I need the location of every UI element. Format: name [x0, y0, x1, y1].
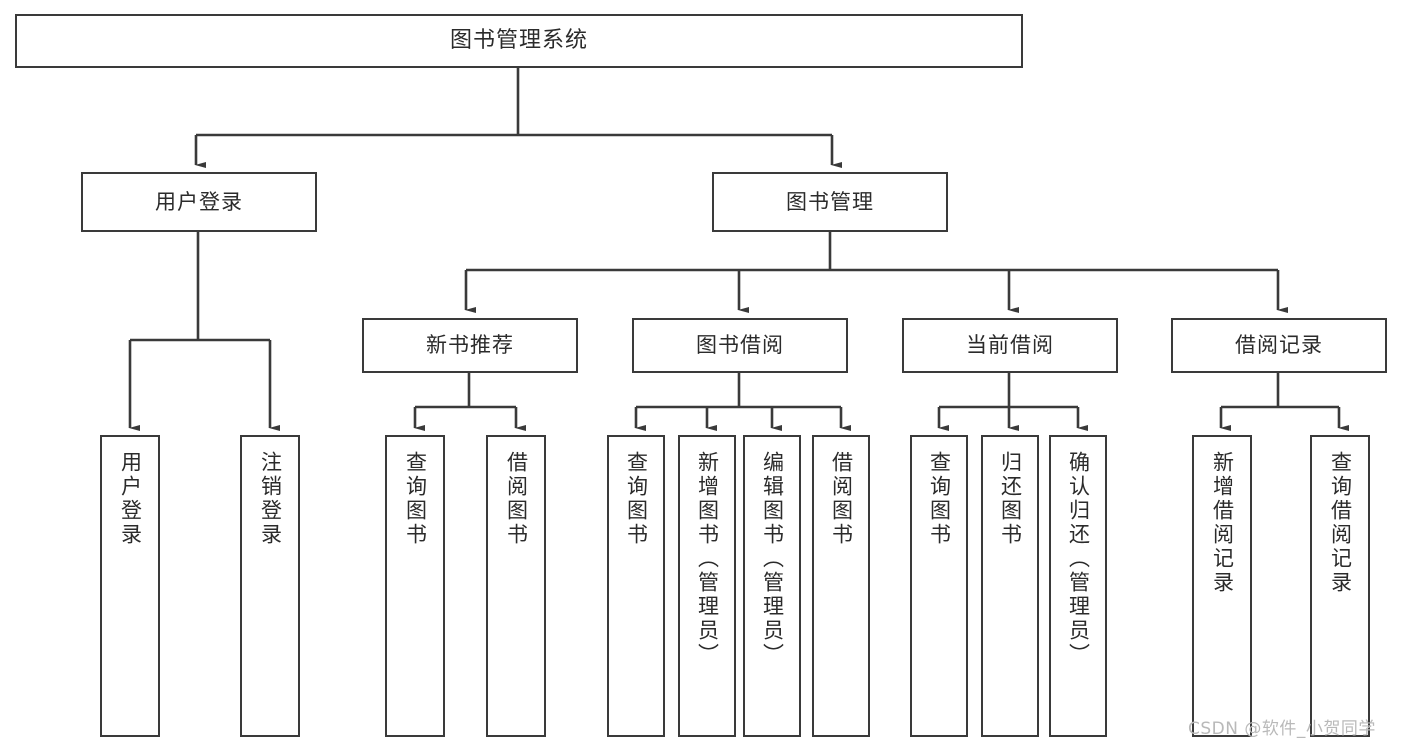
- node-label: 图书借阅: [696, 333, 784, 358]
- node-label: 用户登录: [155, 189, 243, 214]
- node-label: 新增图书（管理员）: [695, 451, 720, 667]
- leaf-borrow-edit-book-admin[interactable]: 编辑图书（管理员）: [743, 435, 801, 737]
- leaf-borrow-query-book[interactable]: 查询图书: [607, 435, 665, 737]
- node-current-borrow[interactable]: 当前借阅: [902, 318, 1118, 373]
- csdn-watermark: CSDN @软件_小贺同学: [1188, 719, 1376, 739]
- node-label: 确认归还（管理员）: [1066, 451, 1091, 667]
- leaf-user-login[interactable]: 用户登录: [100, 435, 160, 737]
- node-label: 当前借阅: [966, 333, 1054, 358]
- leaf-current-query-book[interactable]: 查询图书: [910, 435, 968, 737]
- node-borrow-record[interactable]: 借阅记录: [1171, 318, 1387, 373]
- leaf-current-confirm-return-admin[interactable]: 确认归还（管理员）: [1049, 435, 1107, 737]
- node-user-login[interactable]: 用户登录: [81, 172, 317, 232]
- node-label: 用户登录: [118, 451, 143, 547]
- node-book-borrow[interactable]: 图书借阅: [632, 318, 848, 373]
- leaf-borrow-borrow-book[interactable]: 借阅图书: [812, 435, 870, 737]
- leaf-record-add-borrow-record[interactable]: 新增借阅记录: [1192, 435, 1252, 737]
- node-new-book-recommend[interactable]: 新书推荐: [362, 318, 578, 373]
- node-label: 查询借阅记录: [1328, 451, 1353, 595]
- node-label: 查询图书: [927, 451, 952, 547]
- node-root-system[interactable]: 图书管理系统: [15, 14, 1023, 68]
- leaf-user-logout[interactable]: 注销登录: [240, 435, 300, 737]
- leaf-recommend-borrow-book[interactable]: 借阅图书: [486, 435, 546, 737]
- leaf-borrow-add-book-admin[interactable]: 新增图书（管理员）: [678, 435, 736, 737]
- node-label: 归还图书: [998, 451, 1023, 547]
- node-label: 借阅记录: [1235, 333, 1323, 358]
- leaf-current-return-book[interactable]: 归还图书: [981, 435, 1039, 737]
- node-label: 新书推荐: [426, 333, 514, 358]
- node-label: 编辑图书（管理员）: [760, 451, 785, 667]
- node-label: 查询图书: [624, 451, 649, 547]
- node-label: 注销登录: [258, 451, 283, 547]
- leaf-recommend-query-book[interactable]: 查询图书: [385, 435, 445, 737]
- node-label: 借阅图书: [504, 451, 529, 547]
- node-label: 借阅图书: [829, 451, 854, 547]
- node-book-management[interactable]: 图书管理: [712, 172, 948, 232]
- node-label: 图书管理系统: [449, 28, 588, 54]
- node-label: 新增借阅记录: [1210, 451, 1235, 595]
- node-label: 查询图书: [403, 451, 428, 547]
- leaf-record-query-borrow-record[interactable]: 查询借阅记录: [1310, 435, 1370, 737]
- node-label: 图书管理: [786, 189, 874, 214]
